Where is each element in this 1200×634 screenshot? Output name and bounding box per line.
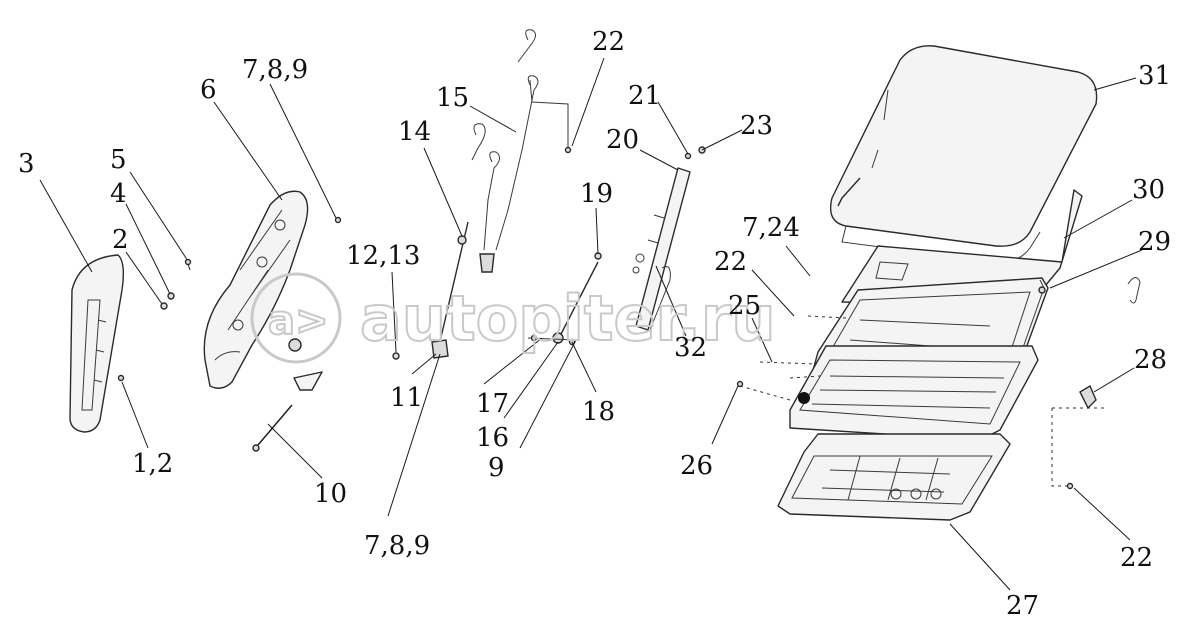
part-gas-strut (252, 404, 293, 452)
callout-7-8-9-bottom: 7,8,9 (364, 531, 430, 561)
part-armrest-cover (69, 254, 125, 433)
callout-18: 18 (582, 397, 615, 427)
part-lever-rods (527, 252, 602, 346)
callout-labels: 3 5 4 2 1,2 6 7,8,9 10 12,13 14 15 11 7,… (18, 27, 1171, 621)
callout-30: 30 (1132, 175, 1165, 205)
callout-4: 4 (110, 179, 127, 209)
callout-15: 15 (436, 83, 469, 113)
callout-21: 21 (628, 81, 661, 111)
callout-1-2: 1,2 (132, 449, 173, 479)
watermark: a> autopiter.ru (250, 272, 777, 364)
part-support-rail (632, 146, 706, 331)
part-base-pan (777, 433, 1011, 521)
callout-22-bottom: 22 (1120, 543, 1153, 573)
part-wire-top (529, 79, 572, 154)
callout-19: 19 (580, 179, 613, 209)
callout-6: 6 (200, 75, 217, 105)
callout-23: 23 (740, 111, 773, 141)
leader-lines (39, 57, 1143, 591)
callout-31: 31 (1138, 61, 1171, 91)
part-side-bracket (203, 190, 342, 391)
callout-14: 14 (398, 117, 431, 147)
callout-10: 10 (314, 479, 347, 509)
callout-16: 16 (476, 423, 509, 453)
callout-22-middle: 22 (714, 247, 747, 277)
callout-28: 28 (1134, 345, 1167, 375)
callout-3: 3 (18, 149, 35, 179)
watermark-logo-icon (250, 272, 342, 364)
callout-9: 9 (488, 453, 505, 483)
callout-12-13: 12,13 (346, 241, 420, 271)
watermark-text: autopiter.ru (360, 282, 776, 355)
callout-5: 5 (110, 145, 127, 175)
callout-7-8-9-top: 7,8,9 (242, 55, 308, 85)
part-hooks (1051, 277, 1141, 490)
watermark-logo-glyph: a> (268, 298, 329, 344)
part-slide-rail-plate (736, 345, 1039, 441)
callout-32: 32 (674, 333, 707, 363)
callout-26: 26 (680, 451, 713, 481)
callout-22-top: 22 (592, 27, 625, 57)
callout-27: 27 (1006, 591, 1039, 621)
callout-7-24: 7,24 (742, 213, 800, 243)
part-seat-cushion (829, 45, 1098, 263)
callout-11: 11 (390, 383, 423, 413)
alignment-lines (739, 315, 847, 401)
part-cables (392, 29, 539, 360)
callout-2: 2 (112, 225, 129, 255)
part-small-screws (117, 257, 192, 382)
callout-29: 29 (1138, 227, 1171, 257)
callout-25: 25 (728, 291, 761, 321)
callout-20: 20 (606, 125, 639, 155)
callout-17: 17 (476, 389, 509, 419)
